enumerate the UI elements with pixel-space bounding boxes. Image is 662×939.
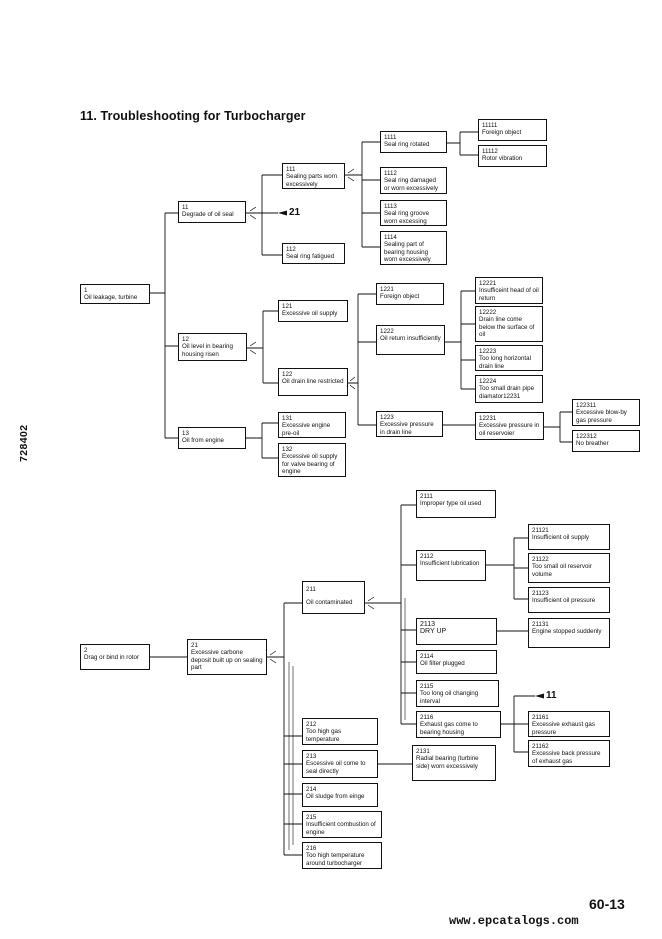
reference-11: 11 [546,690,557,701]
site-url: www.epcatalogs.com [449,914,579,928]
page-number: 60-13 [589,896,625,912]
reference-21: 21 [289,207,301,218]
side-number: 728402 [18,424,30,462]
page-title: 11. Troubleshooting for Turbocharger [80,109,306,123]
